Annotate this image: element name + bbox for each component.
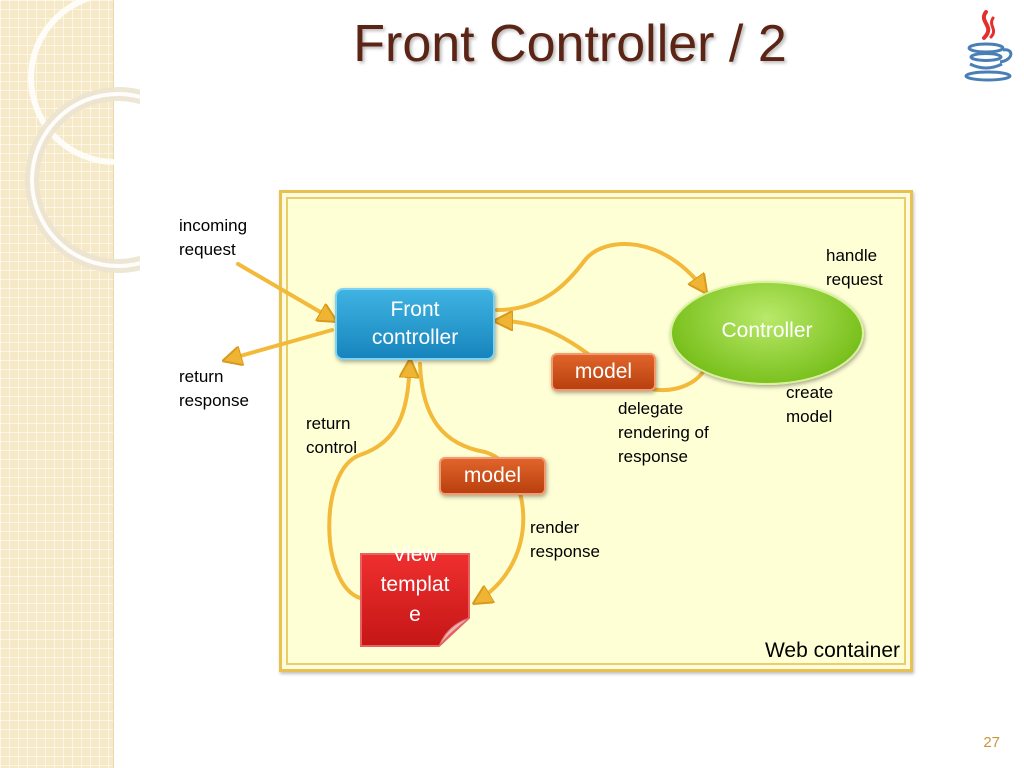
note-delegate-rendering: delegate rendering of response (618, 399, 709, 466)
model-node-bottom: model (439, 457, 546, 495)
slide-title: Front Controller / 2 (353, 15, 787, 73)
note-render-response: render response (530, 518, 600, 561)
note-return-response: return response (179, 367, 249, 410)
incoming-request-arrow (236, 262, 334, 320)
web-container-label: Web container (764, 639, 900, 662)
render-response-arrow (418, 362, 526, 602)
java-logo-icon (964, 10, 1013, 82)
note-return-control: return control (306, 414, 358, 457)
decorative-circles (25, 0, 140, 273)
return-control-arrow (327, 362, 410, 600)
note-create-model: create model (786, 383, 834, 426)
view-template-node (360, 553, 470, 647)
note-handle-request: handle request (826, 246, 883, 289)
handle-request-arrow (495, 242, 705, 312)
return-response-arrow (226, 328, 334, 360)
model-node-top: model (551, 353, 656, 391)
page-number: 27 (983, 734, 1000, 751)
controller-node: Controller (670, 281, 864, 385)
front-controller-node: Front controller (335, 288, 495, 360)
note-incoming-request: incoming request (179, 216, 248, 259)
view-template-label: View templat e (380, 543, 450, 626)
